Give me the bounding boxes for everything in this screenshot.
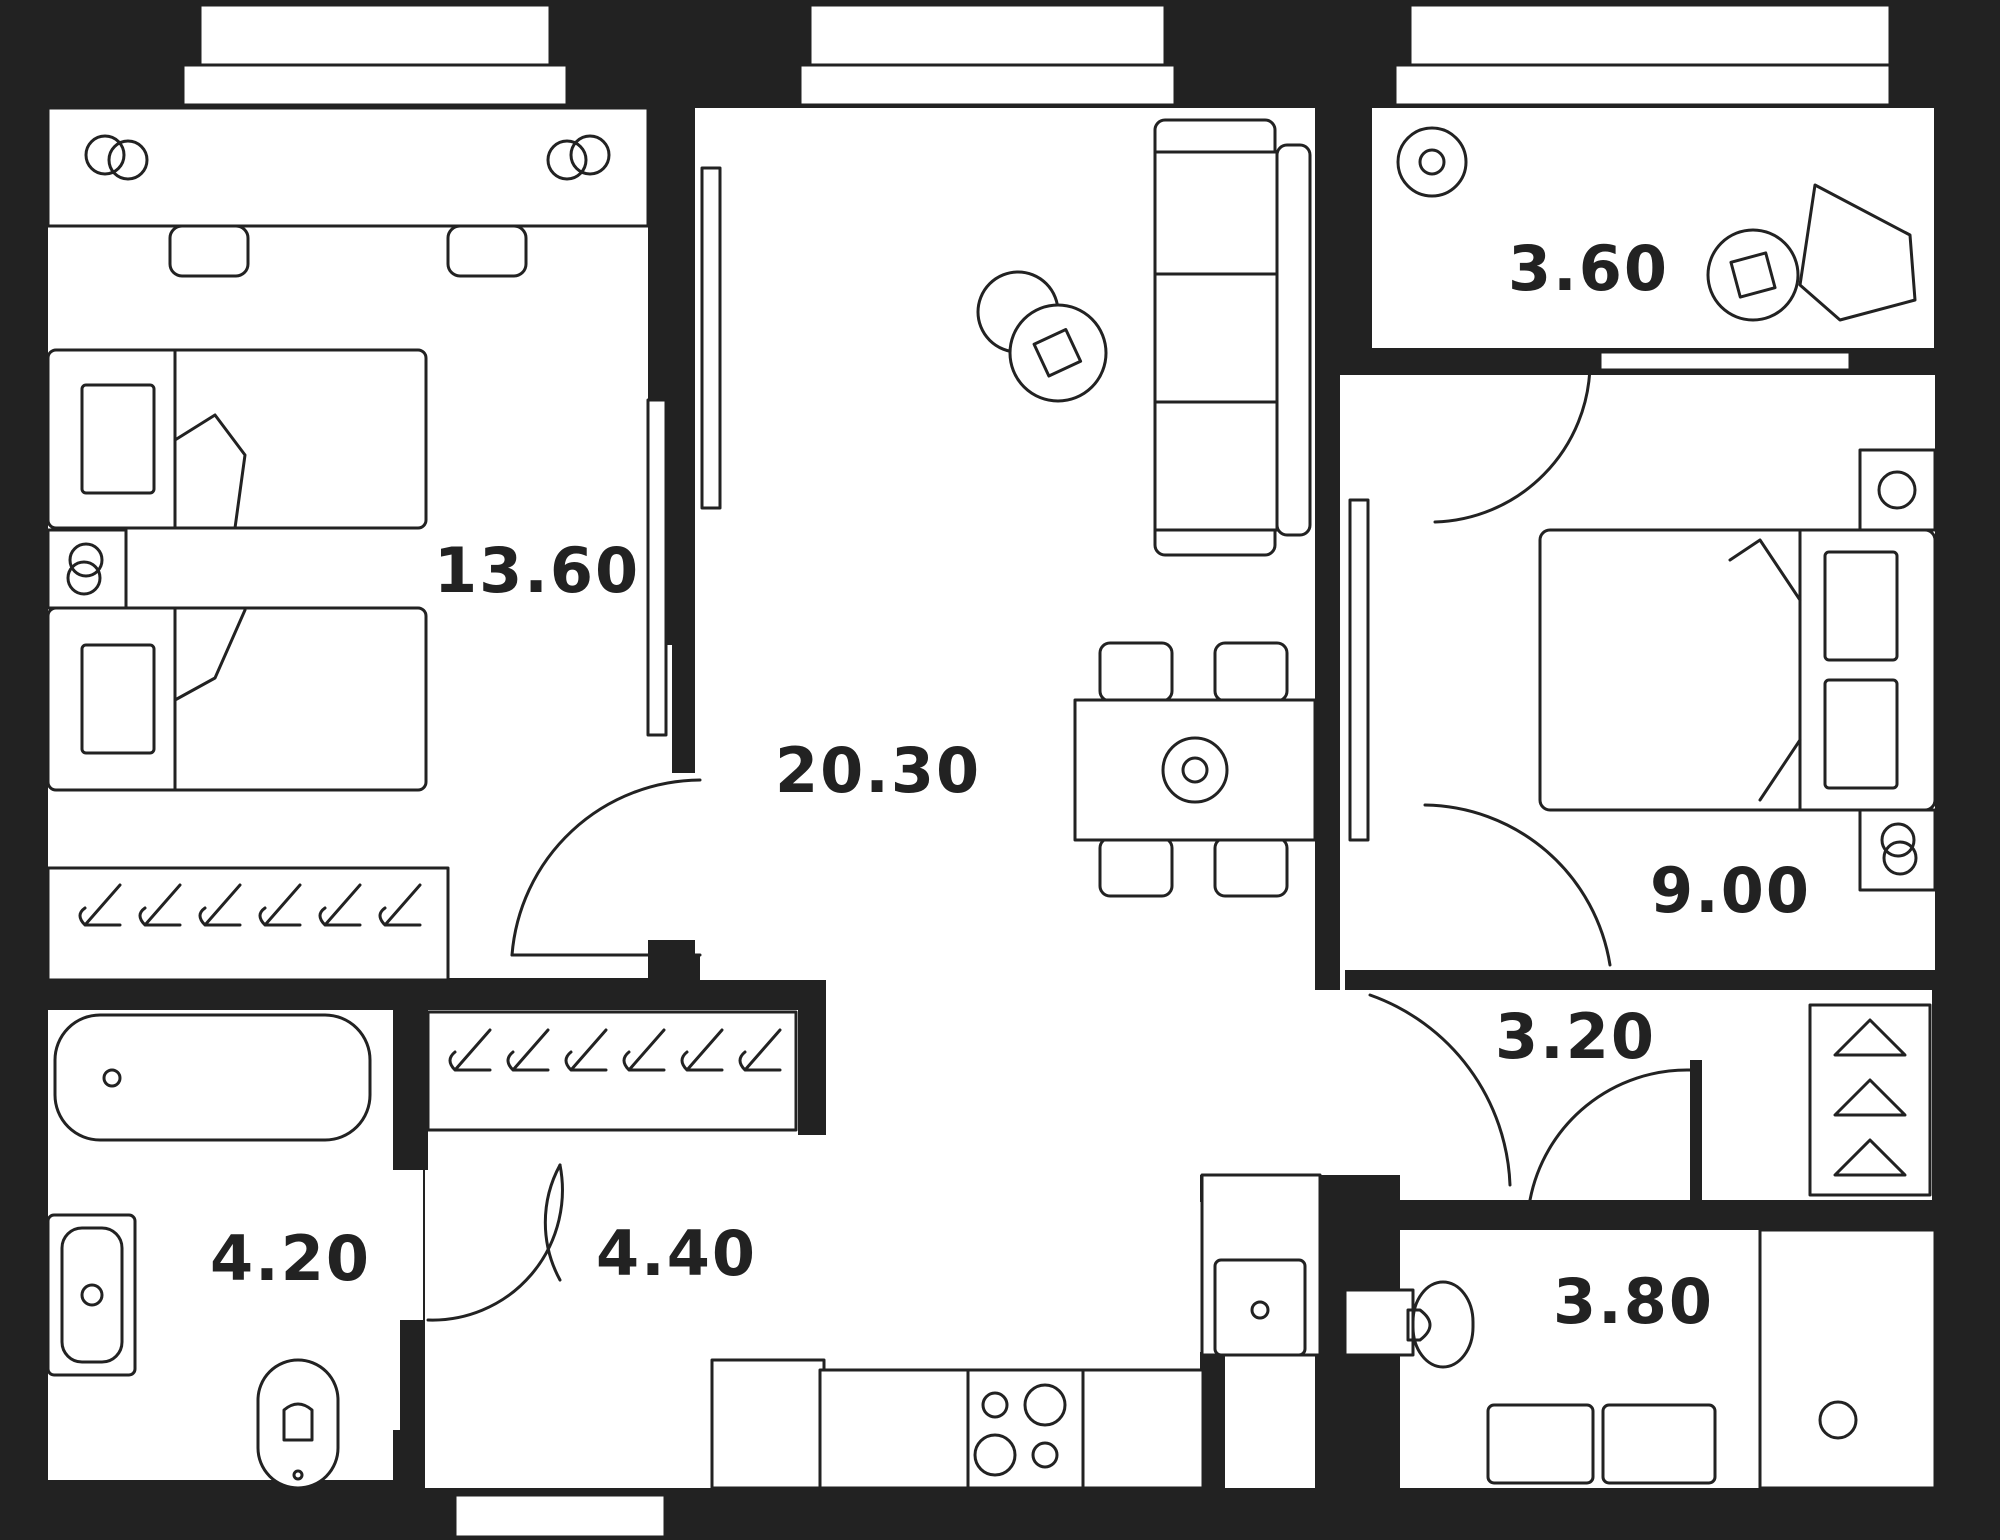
windows (181, 3, 1892, 1539)
interior-walls (0, 108, 2000, 1540)
area-label-shower-room: 3.80 (1553, 1265, 1714, 1338)
area-label-corridor: 4.40 (596, 1217, 757, 1290)
hanger-icon (78, 883, 422, 927)
shower-furniture (1343, 1228, 1937, 1490)
balcony-furniture (1396, 126, 1917, 322)
bathroom-furniture (46, 1010, 798, 1490)
area-label-hall: 3.20 (1495, 1000, 1656, 1073)
lamp-icon (84, 134, 611, 181)
sliding-panels (646, 166, 1370, 842)
hall-wardrobe (1808, 1003, 1932, 1197)
area-label-living-kitchen: 20.30 (775, 734, 981, 807)
area-label-children-bedroom: 13.60 (434, 534, 640, 607)
doors (426, 363, 1692, 1322)
children-furniture (46, 106, 650, 982)
area-label-balcony: 3.60 (1508, 232, 1669, 305)
bedroom-furniture (1538, 448, 1937, 892)
area-label-bathroom: 4.20 (210, 1222, 371, 1295)
living-furniture (710, 118, 1322, 1490)
hanger-icon (448, 1028, 782, 1072)
room-area-labels: 13.60 20.30 3.60 9.00 3.20 4.20 4.40 3.8… (210, 232, 1811, 1338)
area-label-bedroom: 9.00 (1650, 854, 1811, 927)
